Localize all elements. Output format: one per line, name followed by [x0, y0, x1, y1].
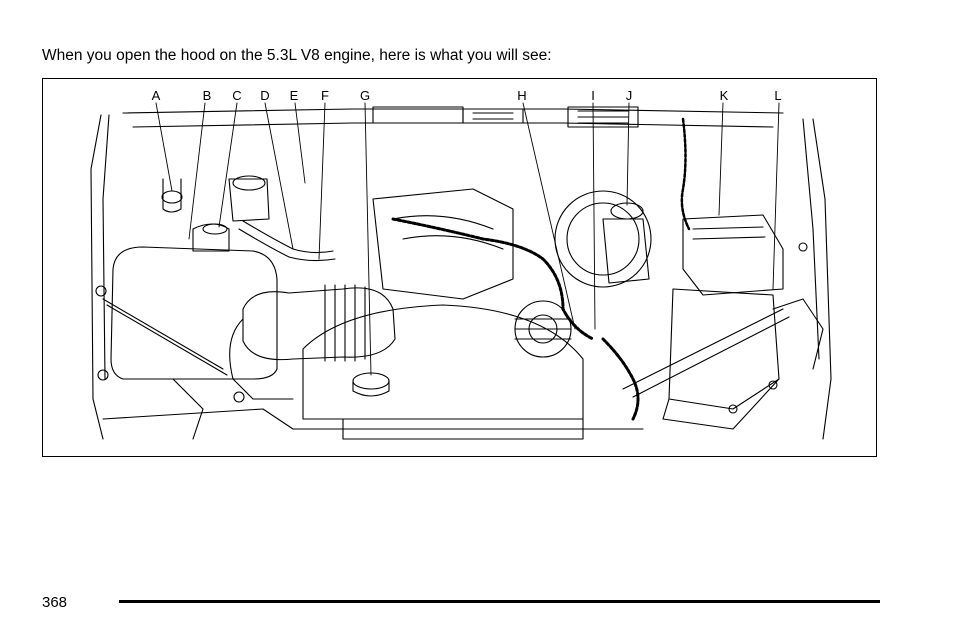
manifold-line [392, 215, 494, 230]
air-intake-duct [242, 287, 396, 361]
page-number: 368 [42, 594, 68, 611]
footer-rule [119, 600, 880, 603]
component-block [228, 178, 270, 222]
callout-label-c: C [232, 88, 242, 103]
bolt-left-1 [95, 285, 107, 297]
callout-leaders [155, 102, 780, 376]
component-block-top [232, 175, 266, 191]
left-bracket [172, 378, 204, 440]
coolant-reservoir [110, 246, 278, 380]
strut-bar-2 [632, 316, 790, 398]
bolt-right-2 [768, 380, 778, 390]
wiring-harness [391, 217, 595, 341]
intake-lower [229, 318, 294, 400]
fuse-block-ridges [692, 226, 766, 240]
hose-1b [238, 228, 336, 262]
bolt-left-2 [97, 369, 109, 381]
intake-manifold [372, 188, 514, 300]
engine-compartment-illustration [90, 102, 832, 440]
callout-label-k: K [719, 88, 729, 103]
cap-a-top [161, 190, 183, 204]
callout-label-l: L [774, 88, 782, 103]
intro-text: When you open the hood on the 5.3L V8 en… [42, 47, 552, 64]
cowl-vent-2 [462, 108, 524, 124]
reservoir-cap-c [192, 223, 230, 252]
brake-booster [554, 190, 652, 288]
left-support-rod [102, 298, 224, 370]
callout-label-i: I [591, 88, 595, 103]
vent-slats-2 [472, 112, 514, 120]
right-fender-inner-line [802, 118, 820, 360]
fan-shroud [302, 304, 584, 420]
callout-label-a: A [151, 88, 161, 103]
front-support [102, 408, 644, 430]
fuse-block [682, 214, 784, 296]
callout-label-g: G [359, 88, 371, 103]
wiring-harness-3 [680, 117, 691, 231]
callout-label-e: E [289, 88, 299, 103]
alternator-fins [514, 318, 572, 340]
right-bracket [772, 298, 824, 370]
vent-slats [577, 110, 629, 124]
reservoir-cap-a [162, 178, 182, 213]
cowl-vent-3 [567, 106, 639, 128]
callout-label-h: H [517, 88, 527, 103]
master-cylinder [602, 218, 650, 284]
radiator-cap-g-body [352, 380, 390, 397]
callout-label-b: B [202, 88, 212, 103]
bolt-right-1 [798, 242, 808, 252]
brake-booster-inner [566, 202, 640, 276]
left-support-rod-2 [106, 304, 228, 376]
strut-bar [622, 308, 784, 390]
left-fender-line [90, 114, 104, 440]
wiring-harness-2 [601, 337, 640, 421]
right-fender-line [812, 118, 832, 440]
battery [668, 288, 780, 410]
cowl-inner-line [132, 122, 774, 128]
left-fender-inner-line [102, 114, 110, 380]
cowl-line [122, 108, 784, 114]
callout-label-f: F [321, 88, 329, 103]
callout-label-j: J [625, 88, 633, 103]
callout-label-d: D [260, 88, 270, 103]
cap-c-top [202, 223, 228, 235]
bolt-right-3 [728, 404, 738, 414]
engine-figure: A B C D E F G H I J K L [42, 78, 877, 457]
bolt-left-3 [233, 391, 245, 403]
battery-side [662, 378, 780, 430]
manifold-line-2 [402, 235, 504, 250]
